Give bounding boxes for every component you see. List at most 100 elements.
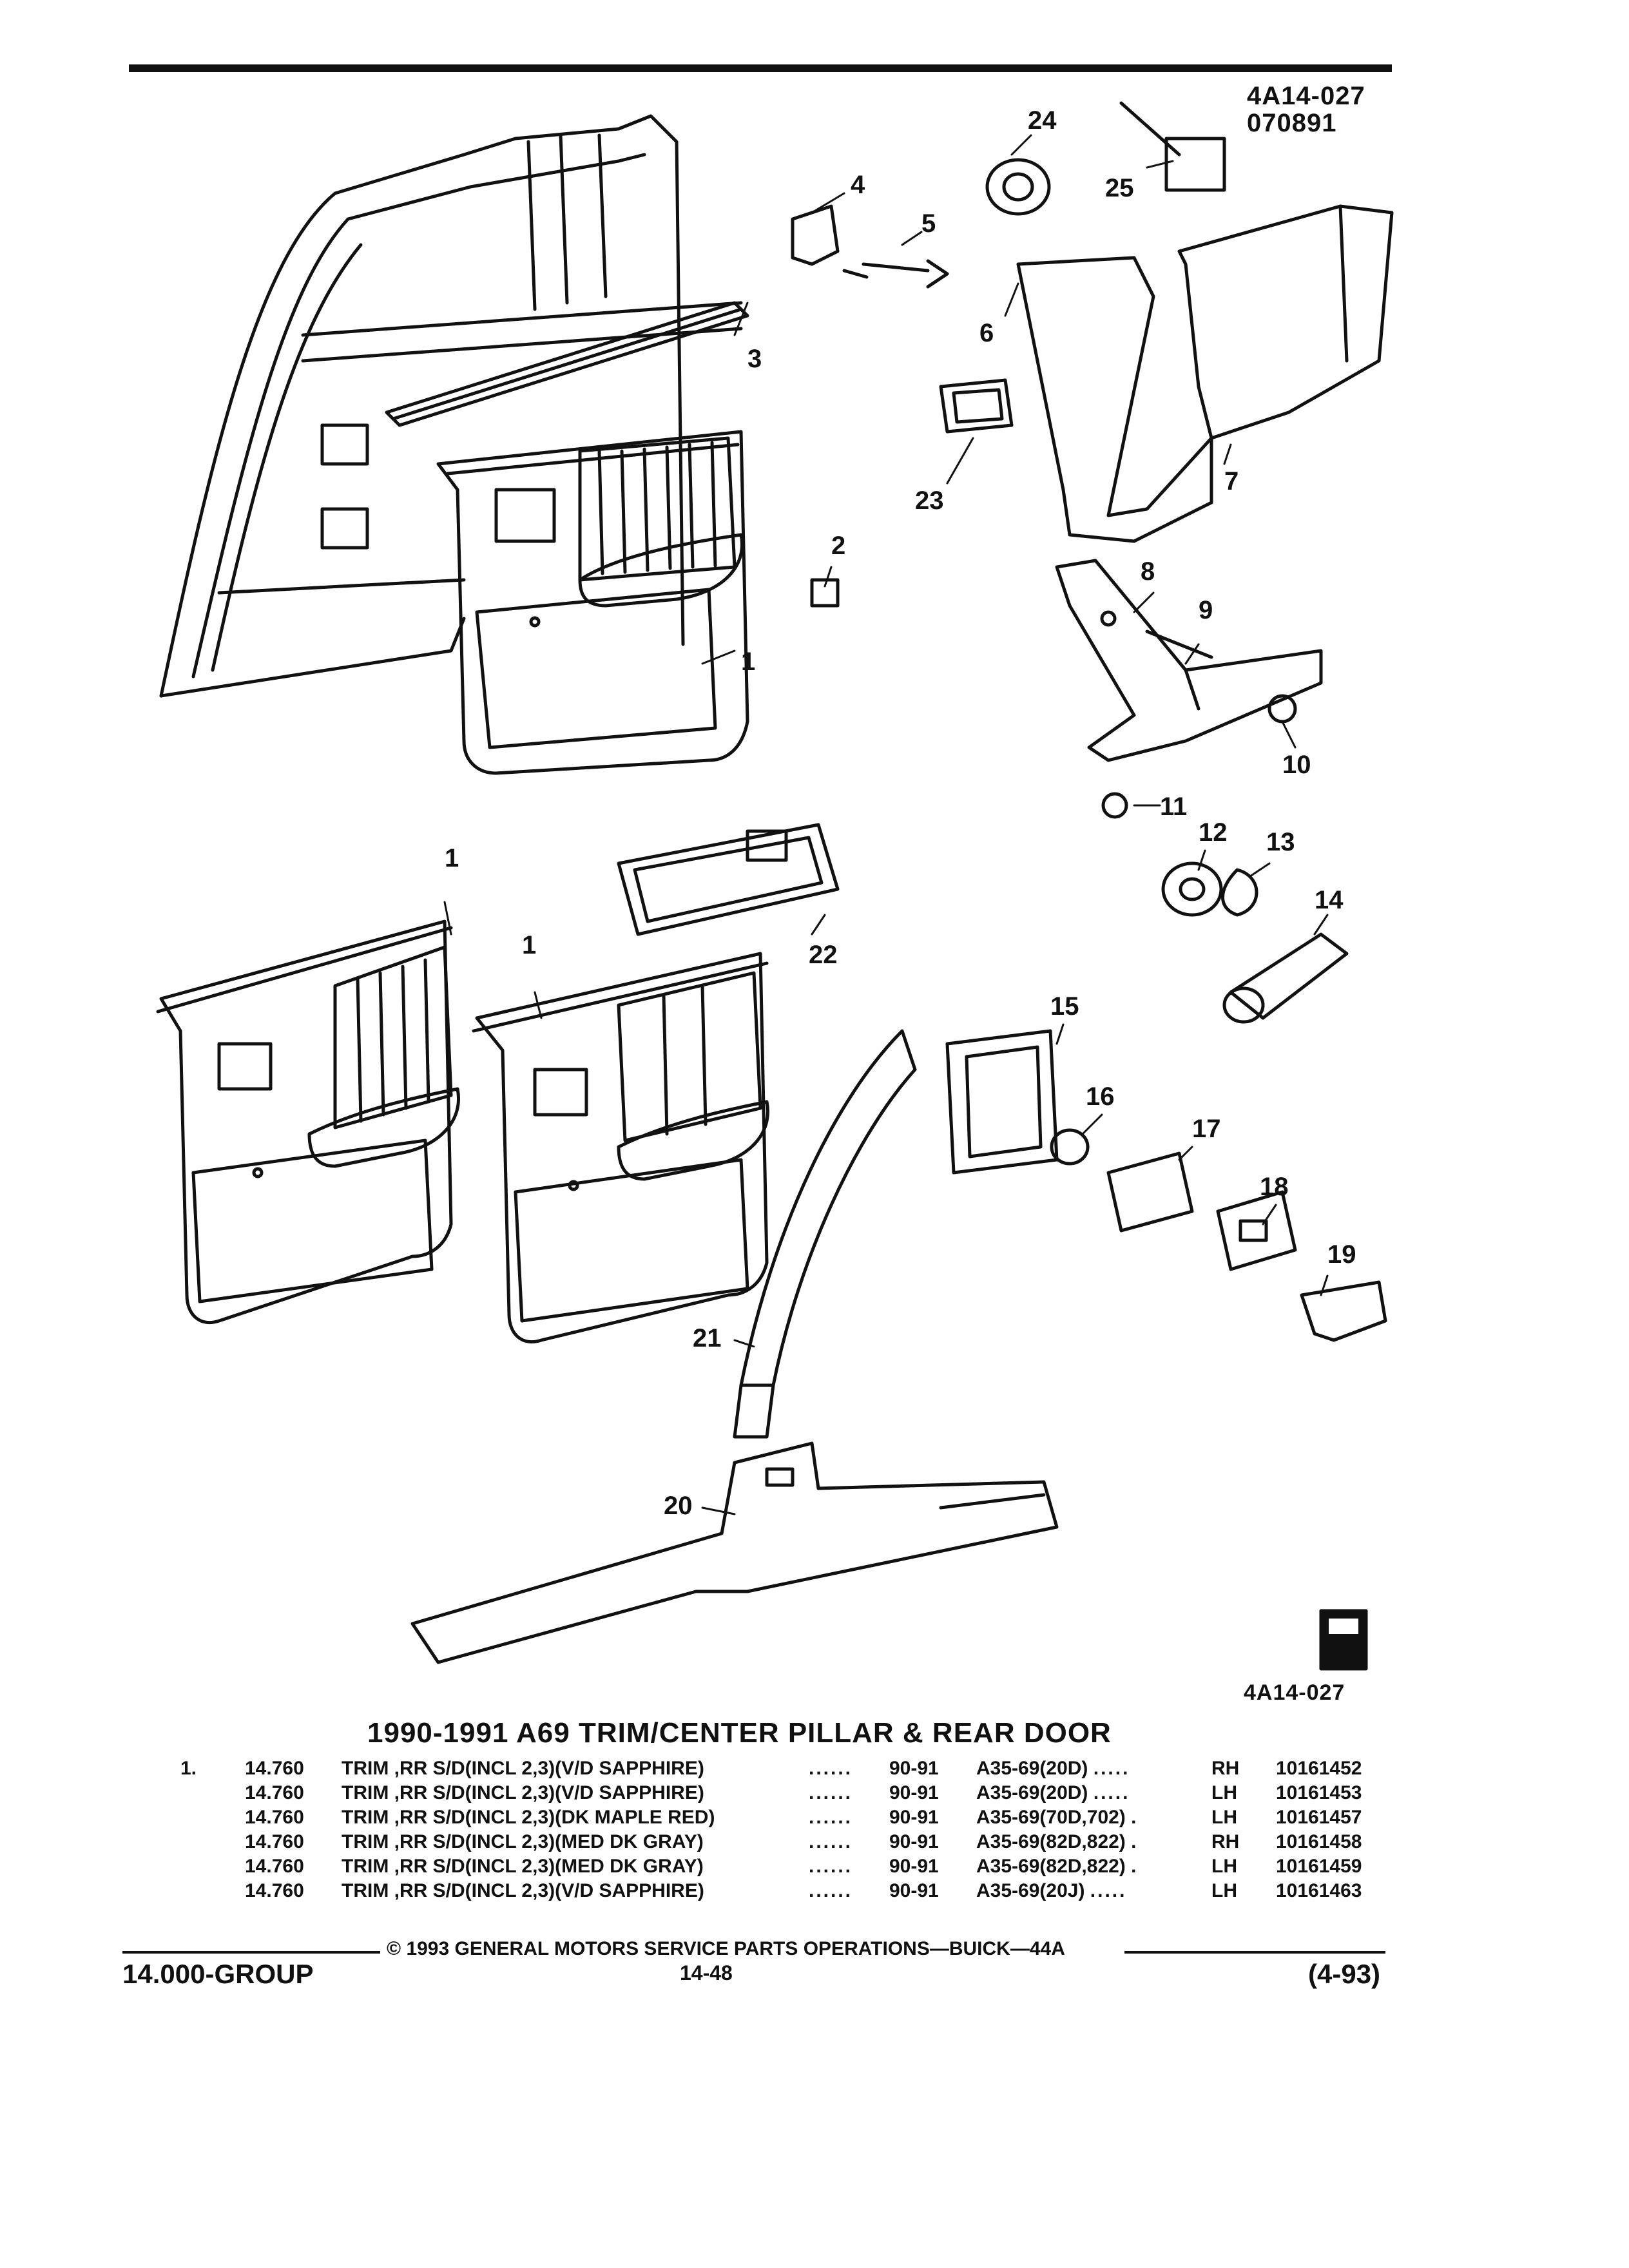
callout-24: 24	[1028, 106, 1057, 135]
model-dots: .	[1131, 1807, 1139, 1828]
callout-22: 22	[809, 941, 838, 969]
book-icon	[1319, 1609, 1368, 1671]
leader-dots: ......	[809, 1856, 853, 1877]
group-number: 14.760	[245, 1807, 304, 1828]
part-description: TRIM ,RR S/D(INCL 2,3)(MED DK GRAY)	[342, 1831, 704, 1852]
door-trim-panel-lower-left	[156, 919, 460, 1325]
window-crank-parts	[1101, 792, 1349, 1024]
revision-date: (4-93)	[1308, 1959, 1381, 1989]
footer-rule-left	[122, 1951, 380, 1954]
pillar-trim-strip	[733, 1029, 917, 1439]
model-code-text: A35-69(70D,702)	[976, 1807, 1126, 1828]
callout-2: 2	[831, 532, 845, 560]
callout-12: 12	[1199, 818, 1228, 847]
body-side-outline	[159, 114, 743, 698]
leader-dots: ......	[809, 1831, 853, 1852]
callout-8: 8	[1141, 557, 1155, 586]
part-description: TRIM ,RR S/D(INCL 2,3)(V/D SAPPHIRE)	[342, 1758, 704, 1779]
model-code-text: A35-69(82D,822)	[976, 1856, 1126, 1877]
date-code: 070891	[1247, 109, 1337, 137]
model-code-text: A35-69(20J)	[976, 1880, 1085, 1901]
group-number: 14.760	[245, 1831, 304, 1852]
page-footer: © 1993 GENERAL MOTORS SERVICE PARTS OPER…	[122, 1933, 1385, 2010]
callout-14: 14	[1315, 886, 1344, 914]
part-description: TRIM ,RR S/D(INCL 2,3)(V/D SAPPHIRE)	[342, 1880, 704, 1901]
pull-cup-bezel	[617, 823, 840, 936]
model-code: A35-69(82D,822) .	[976, 1856, 1138, 1878]
part-description: TRIM ,RR S/D(INCL 2,3)(V/D SAPPHIRE)	[342, 1782, 704, 1803]
callout-1b: 1	[445, 844, 459, 872]
callout-13: 13	[1266, 828, 1295, 856]
callout-15: 15	[1050, 992, 1079, 1021]
callout-9: 9	[1199, 596, 1213, 624]
part-description: TRIM ,RR S/D(INCL 2,3)(MED DK GRAY)	[342, 1856, 704, 1877]
group-number: 14.760	[245, 1856, 304, 1877]
callout-18: 18	[1260, 1173, 1289, 1201]
door-trim-panel-upper	[436, 430, 749, 775]
group-number: 14.760	[245, 1880, 304, 1901]
callout-1c: 1	[522, 931, 536, 959]
part-number: 10161459	[1276, 1856, 1362, 1877]
side: LH	[1211, 1880, 1237, 1901]
exploded-parts-diagram: 1 1 1 2 3 4 5 6 7 8 9 10 11 12 13 14 15 …	[156, 101, 1394, 1671]
section-title: 1990-1991 A69 TRIM/CENTER PILLAR & REAR …	[367, 1717, 1112, 1749]
item-key: 1.	[180, 1758, 197, 1779]
model-dots: .....	[1090, 1880, 1127, 1901]
model-years: 90-91	[889, 1782, 939, 1803]
footer-rule-right	[1124, 1951, 1385, 1954]
grommet-and-push-pin	[985, 101, 1226, 216]
model-dots: .....	[1093, 1782, 1130, 1803]
side: LH	[1211, 1807, 1237, 1828]
model-code: A35-69(20D) .....	[976, 1758, 1130, 1780]
callout-23: 23	[915, 486, 944, 515]
group-number: 14.760	[245, 1782, 304, 1803]
model-years: 90-91	[889, 1831, 939, 1852]
side: LH	[1211, 1782, 1237, 1803]
callout-5: 5	[921, 209, 936, 238]
door-handle-components	[945, 1029, 1387, 1342]
model-code: A35-69(20D) .....	[976, 1782, 1130, 1804]
callout-3: 3	[747, 345, 762, 373]
armrest-bracket	[1055, 559, 1323, 762]
callout-10: 10	[1282, 751, 1311, 779]
model-code: A35-69(20J) .....	[976, 1880, 1126, 1902]
callout-25: 25	[1105, 174, 1134, 202]
model-code-text: A35-69(20D)	[976, 1782, 1088, 1803]
model-years: 90-91	[889, 1807, 939, 1828]
group-label: 14.000-GROUP	[122, 1959, 314, 1989]
part-number: 10161458	[1276, 1831, 1362, 1852]
callout-4: 4	[851, 171, 865, 199]
model-dots: .	[1131, 1831, 1139, 1852]
illustration-ref-bottom: 4A14-027	[1244, 1680, 1345, 1705]
small-fasteners	[791, 204, 949, 608]
part-number: 10161463	[1276, 1880, 1362, 1901]
callout-7: 7	[1224, 467, 1239, 495]
model-code-text: A35-69(82D,822)	[976, 1831, 1126, 1852]
callout-leaders	[443, 134, 1329, 1515]
center-pillar-trim	[1016, 204, 1394, 543]
group-number: 14.760	[245, 1758, 304, 1779]
model-years: 90-91	[889, 1758, 939, 1779]
callout-21: 21	[693, 1324, 722, 1352]
page-number: 14-48	[680, 1961, 733, 1984]
model-code-text: A35-69(20D)	[976, 1758, 1088, 1779]
model-years: 90-91	[889, 1856, 939, 1877]
sill-plate	[410, 1441, 1059, 1664]
side: RH	[1211, 1758, 1240, 1779]
part-description: TRIM ,RR S/D(INCL 2,3)(DK MAPLE RED)	[342, 1807, 715, 1828]
callout-1a: 1	[741, 648, 755, 676]
leader-dots: ......	[809, 1758, 853, 1779]
model-dots: .....	[1093, 1758, 1130, 1779]
door-trim-panel-lower-center	[472, 952, 769, 1344]
leader-dots: ......	[809, 1807, 853, 1828]
leader-dots: ......	[809, 1782, 853, 1803]
copyright-notice: © 1993 GENERAL MOTORS SERVICE PARTS OPER…	[387, 1938, 1065, 1959]
model-code: A35-69(82D,822) .	[976, 1831, 1138, 1853]
model-years: 90-91	[889, 1880, 939, 1901]
part-number: 10161457	[1276, 1807, 1362, 1828]
callout-19: 19	[1327, 1240, 1356, 1269]
side: RH	[1211, 1831, 1240, 1852]
part-number: 10161452	[1276, 1758, 1362, 1779]
part-number: 10161453	[1276, 1782, 1362, 1803]
window-sealing-strip	[385, 301, 749, 427]
